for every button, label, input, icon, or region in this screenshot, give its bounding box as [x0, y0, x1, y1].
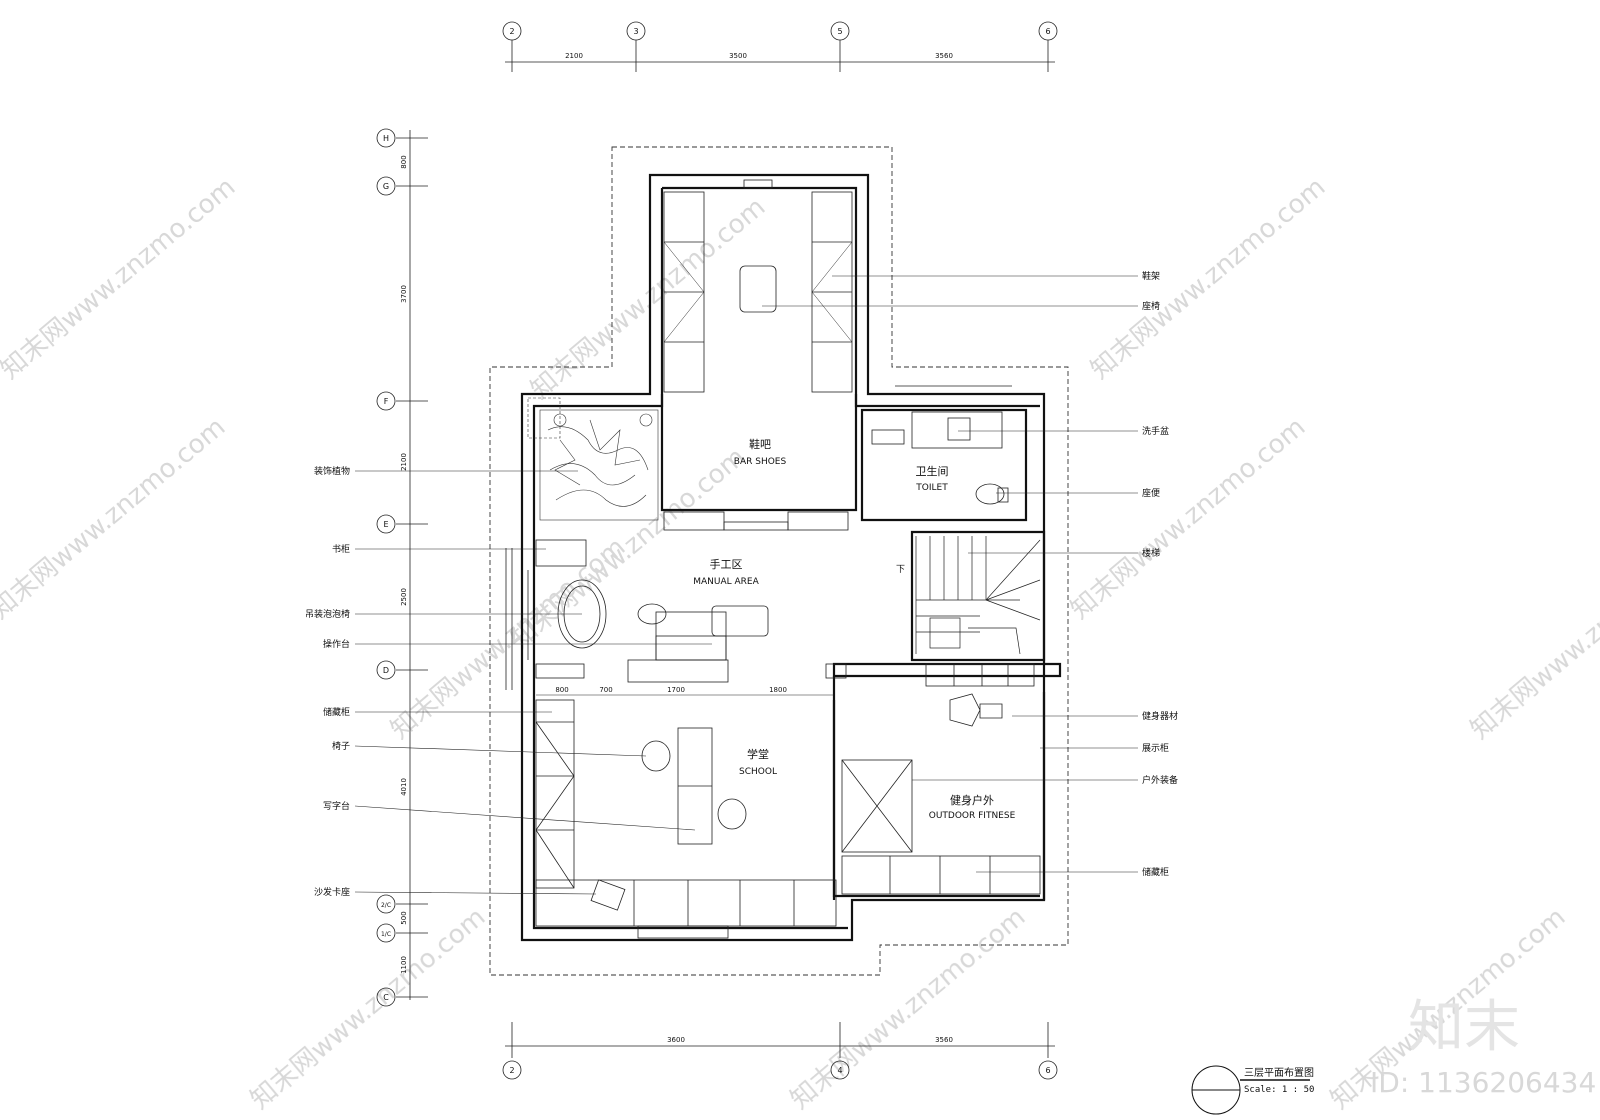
grid-label: F [384, 397, 389, 406]
dim-text: 3500 [729, 52, 747, 60]
grid-label: D [383, 666, 389, 675]
watermark: 知末网www.znzmo.com [525, 192, 771, 405]
watermark: 知末网www.znzmo.com [785, 902, 1031, 1115]
annotation-left: 椅子 [332, 740, 350, 752]
grid-label: H [383, 134, 389, 143]
drawing-title: 三层平面布置图 [1244, 1067, 1314, 1079]
grid-label: E [383, 520, 388, 529]
room-name-en: TOILET [915, 483, 948, 493]
grid-label: 5 [837, 27, 842, 36]
shoe-rack [663, 179, 853, 531]
annotation-right: 展示柜 [1142, 742, 1169, 754]
watermark: 知末网www.znzmo.com [0, 172, 241, 385]
watermark-layer: 知末网www.znzmo.com 知末网www.znzmo.com 知末网www… [0, 172, 1600, 1115]
annotation-right: 座椅 [1142, 300, 1160, 312]
annotation-right: 户外装备 [1142, 774, 1178, 786]
brand-id: ID: 1136206434 [1370, 1066, 1596, 1099]
grid-label: 2 [509, 27, 514, 36]
room-name-cn: 健身户外 [950, 793, 994, 807]
leaders-left [354, 470, 712, 895]
dim-text: 2100 [565, 52, 583, 60]
grid-label: C [383, 993, 389, 1002]
annotation-right: 楼梯 [1142, 547, 1160, 559]
room-name-en: SCHOOL [739, 767, 777, 777]
watermark: 知末网www.znzmo.com [0, 412, 231, 625]
dim-text: 800 [555, 686, 568, 694]
dim-text: 500 [400, 911, 408, 924]
annotation-right: 座便 [1142, 487, 1160, 499]
drawing-scale: Scale: 1 : 50 [1244, 1085, 1314, 1095]
grid-label: 6 [1045, 1066, 1050, 1075]
annotation-right: 健身器材 [1142, 710, 1178, 722]
annotation-left: 操作台 [323, 638, 350, 650]
watermark: 知末网www.znzmo.com [1465, 532, 1600, 745]
room-name-en: OUTDOOR FITNESE [929, 811, 1016, 821]
room-name-en: BAR SHOES [734, 457, 787, 467]
grid-label: 4 [837, 1066, 842, 1075]
decorative-plants [527, 397, 659, 521]
dim-text: 3560 [935, 1036, 953, 1044]
title-block [1191, 1065, 1310, 1115]
room-name-cn: 卫生间 [916, 464, 949, 478]
school-furniture [535, 663, 847, 939]
dim-text: 3560 [935, 52, 953, 60]
dim-text: 4010 [400, 778, 408, 796]
annotation-left: 写字台 [323, 800, 350, 812]
grid-top [502, 21, 1058, 72]
brand-logo: 知末 [1408, 995, 1520, 1060]
dim-text: 1700 [667, 686, 685, 694]
stairs [915, 536, 1041, 655]
grid-left [376, 128, 428, 1007]
dim-text: 2500 [400, 588, 408, 606]
annotation-left: 沙发卡座 [314, 886, 350, 898]
watermark: 知末网www.znzmo.com [245, 902, 491, 1115]
annotation-left: 储藏柜 [323, 706, 350, 718]
room-name-cn: 鞋吧 [749, 437, 771, 451]
dim-text: 3700 [400, 285, 408, 303]
watermark: 知末网www.znzmo.com [385, 532, 631, 745]
dim-text: 1800 [769, 686, 787, 694]
annotation-right: 洗手盆 [1142, 425, 1169, 437]
manual-area-furniture [505, 539, 769, 690]
annotation-left: 装饰植物 [314, 465, 350, 477]
dim-text: 700 [599, 686, 612, 694]
leaders-right [762, 275, 1138, 873]
grid-label: 1/C [381, 931, 391, 938]
watermark: 知末网www.znzmo.com [1065, 412, 1311, 625]
stair-down-mark: 下 [896, 565, 905, 575]
fitness-furniture [841, 663, 1041, 895]
annotation-left: 书柜 [332, 543, 350, 555]
grid-label: 3 [633, 27, 638, 36]
dim-text: 800 [400, 155, 408, 168]
roof-outline [489, 146, 1069, 976]
room-name-en: MANUAL AREA [693, 577, 759, 587]
grid-label: 2 [509, 1066, 514, 1075]
annotation-right: 鞋架 [1142, 270, 1160, 282]
annotation-left: 吊装泡泡椅 [305, 608, 350, 620]
annotation-right: 储藏柜 [1142, 866, 1169, 878]
grid-label: 2/C [381, 902, 391, 909]
grid-bottom [502, 1022, 1058, 1080]
dim-text: 2100 [400, 453, 408, 471]
grid-label: 6 [1045, 27, 1050, 36]
dim-text: 3600 [667, 1036, 685, 1044]
toilet-fixtures [871, 385, 1012, 505]
room-name-cn: 手工区 [710, 557, 743, 571]
watermark: 知末网www.znzmo.com [1085, 172, 1331, 385]
grid-label: G [383, 182, 389, 191]
dim-text: 1100 [400, 956, 408, 974]
room-name-cn: 学堂 [747, 747, 769, 761]
